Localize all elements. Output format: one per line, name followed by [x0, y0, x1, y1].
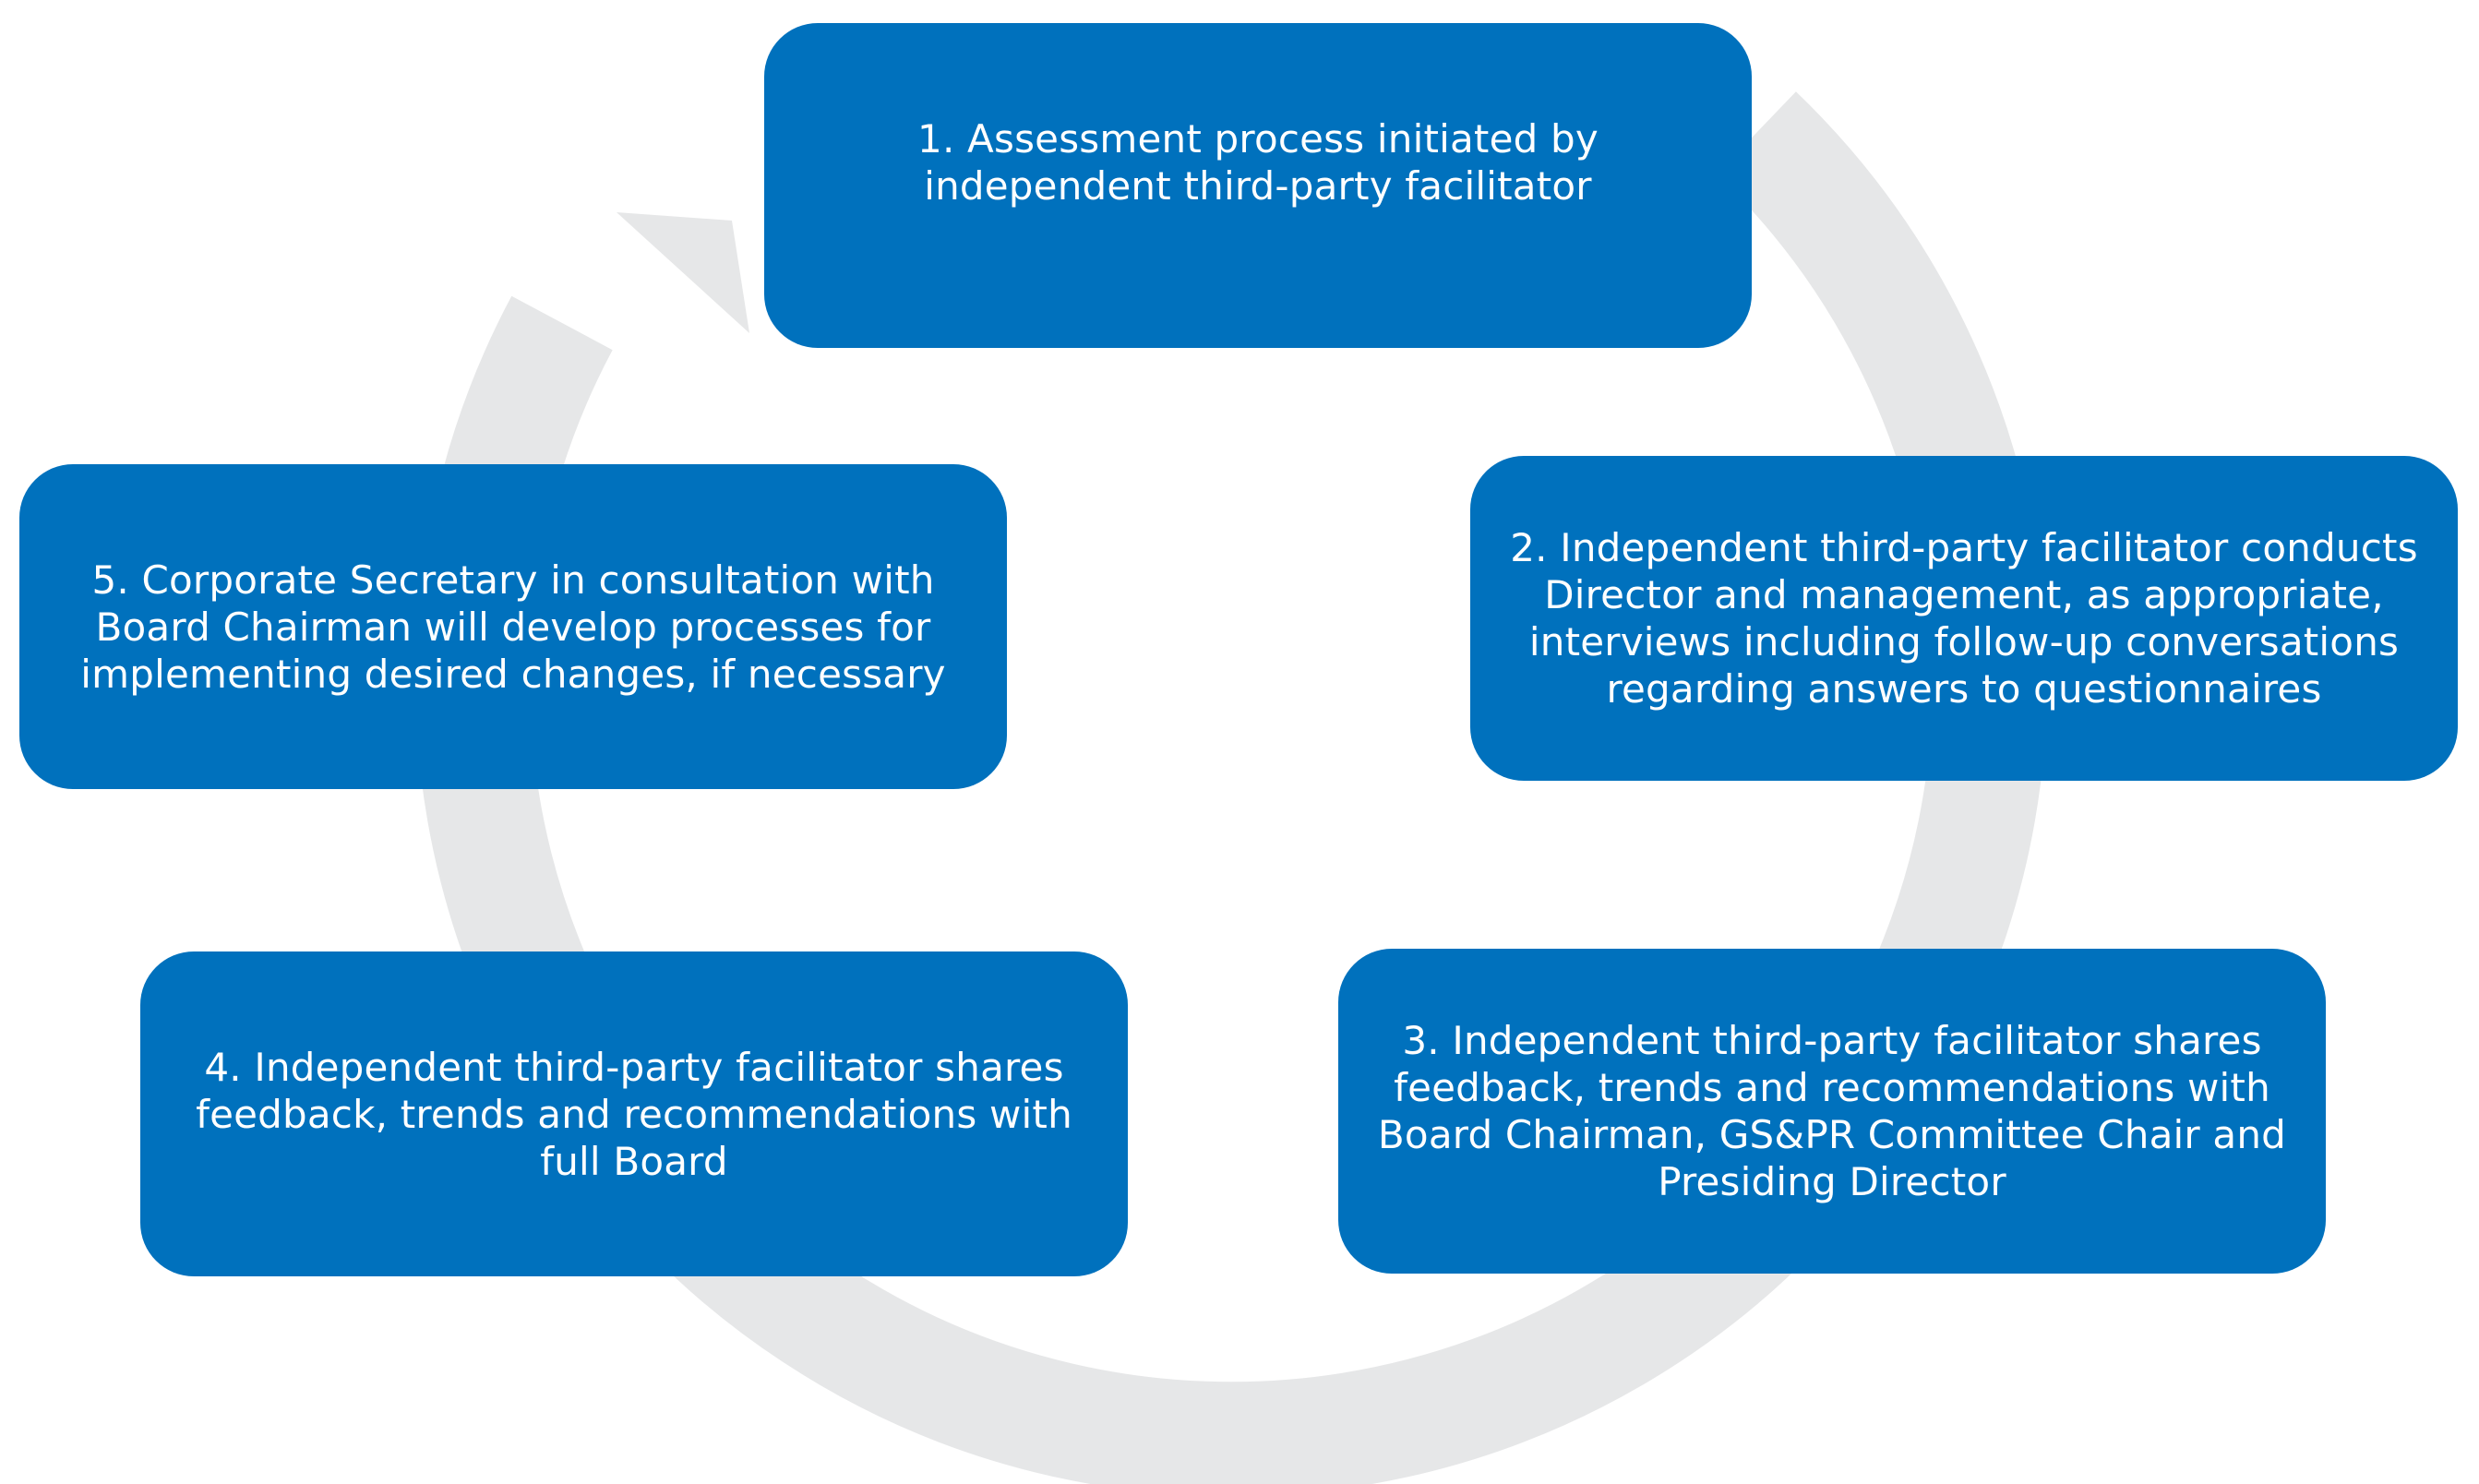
step-4-box: 4. Independent third-party facilitator s…	[140, 951, 1128, 1276]
cycle-arrowhead	[617, 212, 749, 333]
step-2-box: 2. Independent third-party facilitator c…	[1470, 456, 2458, 781]
step-1-label: 1. Assessment process initiated by indep…	[917, 116, 1599, 209]
step-2-label: 2. Independent third-party facilitator c…	[1510, 525, 2418, 712]
step-3-label: 3. Independent third-party facilitator s…	[1377, 1018, 2287, 1204]
step-5-box: 5. Corporate Secretary in consultation w…	[19, 464, 1007, 789]
step-5-label: 5. Corporate Secretary in consultation w…	[80, 556, 946, 697]
step-4-label: 4. Independent third-party facilitator s…	[196, 1044, 1072, 1184]
step-3-box: 3. Independent third-party facilitator s…	[1338, 949, 2326, 1274]
step-1-box: 1. Assessment process initiated by indep…	[764, 23, 1752, 348]
